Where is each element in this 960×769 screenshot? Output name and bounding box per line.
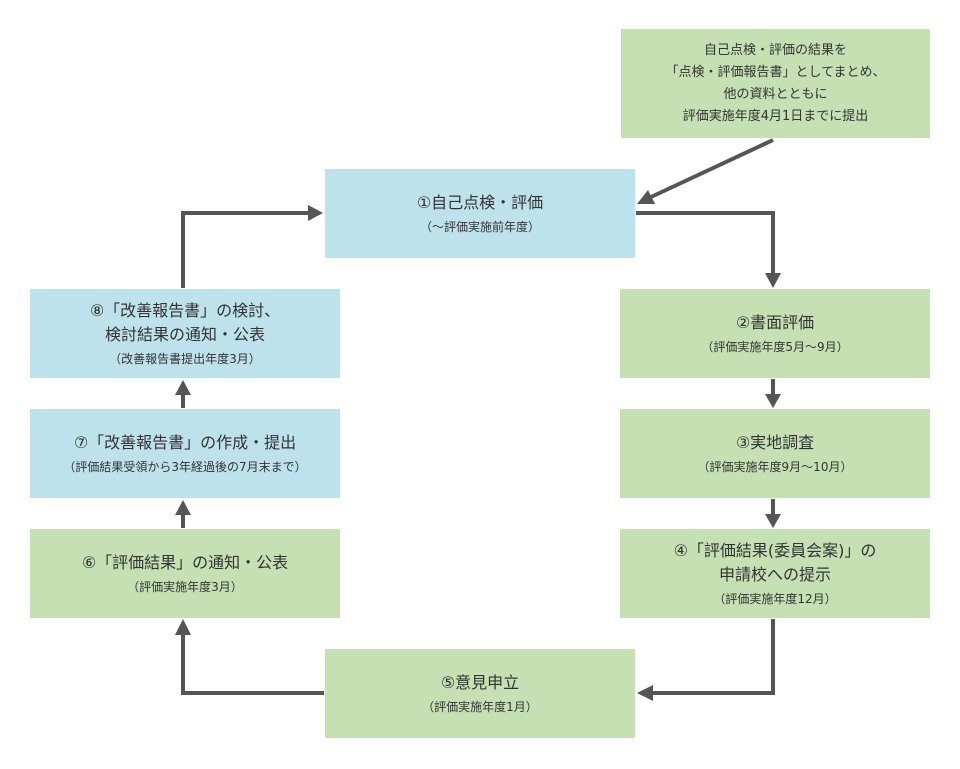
step-4-title-line-1: ④「評価結果(委員会案)」の [673,541,877,560]
arrow-note-to-step-1 [650,138,774,199]
step-1-self-evaluation: ①自己点検・評価 （〜評価実施前年度） [325,169,635,258]
step-2-period: （評価実施年度5月〜9月） [701,340,849,354]
step-1-period: （〜評価実施前年度） [419,220,540,234]
step-8-period: （改善報告書提出年度3月） [109,352,261,366]
arrowhead-step-3-to-4 [765,514,781,528]
arrow-step-8-to-1 [181,211,309,288]
arrow-step-4-to-5 [652,619,775,695]
step-4-draft-result: ④「評価結果(委員会案)」の 申請校への提示 （評価実施年度12月） [620,529,930,618]
step-5-title: ⑤意見申立 [440,673,520,692]
step-8-report-review: ⑧「改善報告書」の検討、 検討結果の通知・公表 （改善報告書提出年度3月） [30,289,340,378]
step-3-period: （評価実施年度9月〜10月） [697,460,853,474]
step-3-site-visit: ③実地調査 （評価実施年度9月〜10月） [620,409,930,498]
arrowhead-step-2-to-3 [765,394,781,408]
step-3-title: ③実地調査 [735,433,815,452]
arrowhead-step-8-to-1 [308,205,323,221]
arrowhead-step-5-to-6 [175,619,191,635]
note-line-4: 評価実施年度4月1日までに提出 [682,108,869,124]
step-6-title: ⑥「評価結果」の通知・公表 [81,553,289,572]
arrow-step-5-to-6 [181,634,324,695]
step-7-improvement-report: ⑦「改善報告書」の作成・提出 （評価結果受領から3年経過後の7月末まで） [30,409,340,498]
step-6-period: （評価実施年度3月） [127,580,243,594]
step-8-title-line-2: 検討結果の通知・公表 [104,325,265,344]
step-7-period: （評価結果受領から3年経過後の7月末まで） [63,460,307,474]
note-line-1: 自己点検・評価の結果を [703,42,847,58]
arrowhead-step-6-to-7 [175,500,191,515]
note-line-2: 「点検・評価報告書」としてまとめ、 [665,64,886,80]
step-2-title: ②書面評価 [735,313,815,332]
step-6-result-notice: ⑥「評価結果」の通知・公表 （評価実施年度3月） [30,529,340,618]
arrow-step-1-to-2 [636,211,775,274]
step-4-period: （評価実施年度12月） [713,592,837,606]
arrowhead-step-1-to-2 [765,273,781,288]
step-5-objection: ⑤意見申立 （評価実施年度1月） [325,649,635,738]
step-1-title: ①自己点検・評価 [416,193,544,212]
step-8-title-line-1: ⑧「改善報告書」の検討、 [89,301,281,320]
step-7-title: ⑦「改善報告書」の作成・提出 [73,433,297,452]
step-4-title-line-2: 申請校への提示 [718,565,831,584]
submission-note: 自己点検・評価の結果を 「点検・評価報告書」としてまとめ、 他の資料とともに 評… [621,29,930,138]
step-5-period: （評価実施年度1月） [422,700,538,714]
arrowhead-step-7-to-8 [175,380,191,395]
arrowhead-note-to-step-1 [637,190,655,204]
note-line-3: 他の資料とともに [723,86,828,102]
arrowhead-step-4-to-5 [637,685,653,701]
step-2-document-review: ②書面評価 （評価実施年度5月〜9月） [620,289,930,378]
